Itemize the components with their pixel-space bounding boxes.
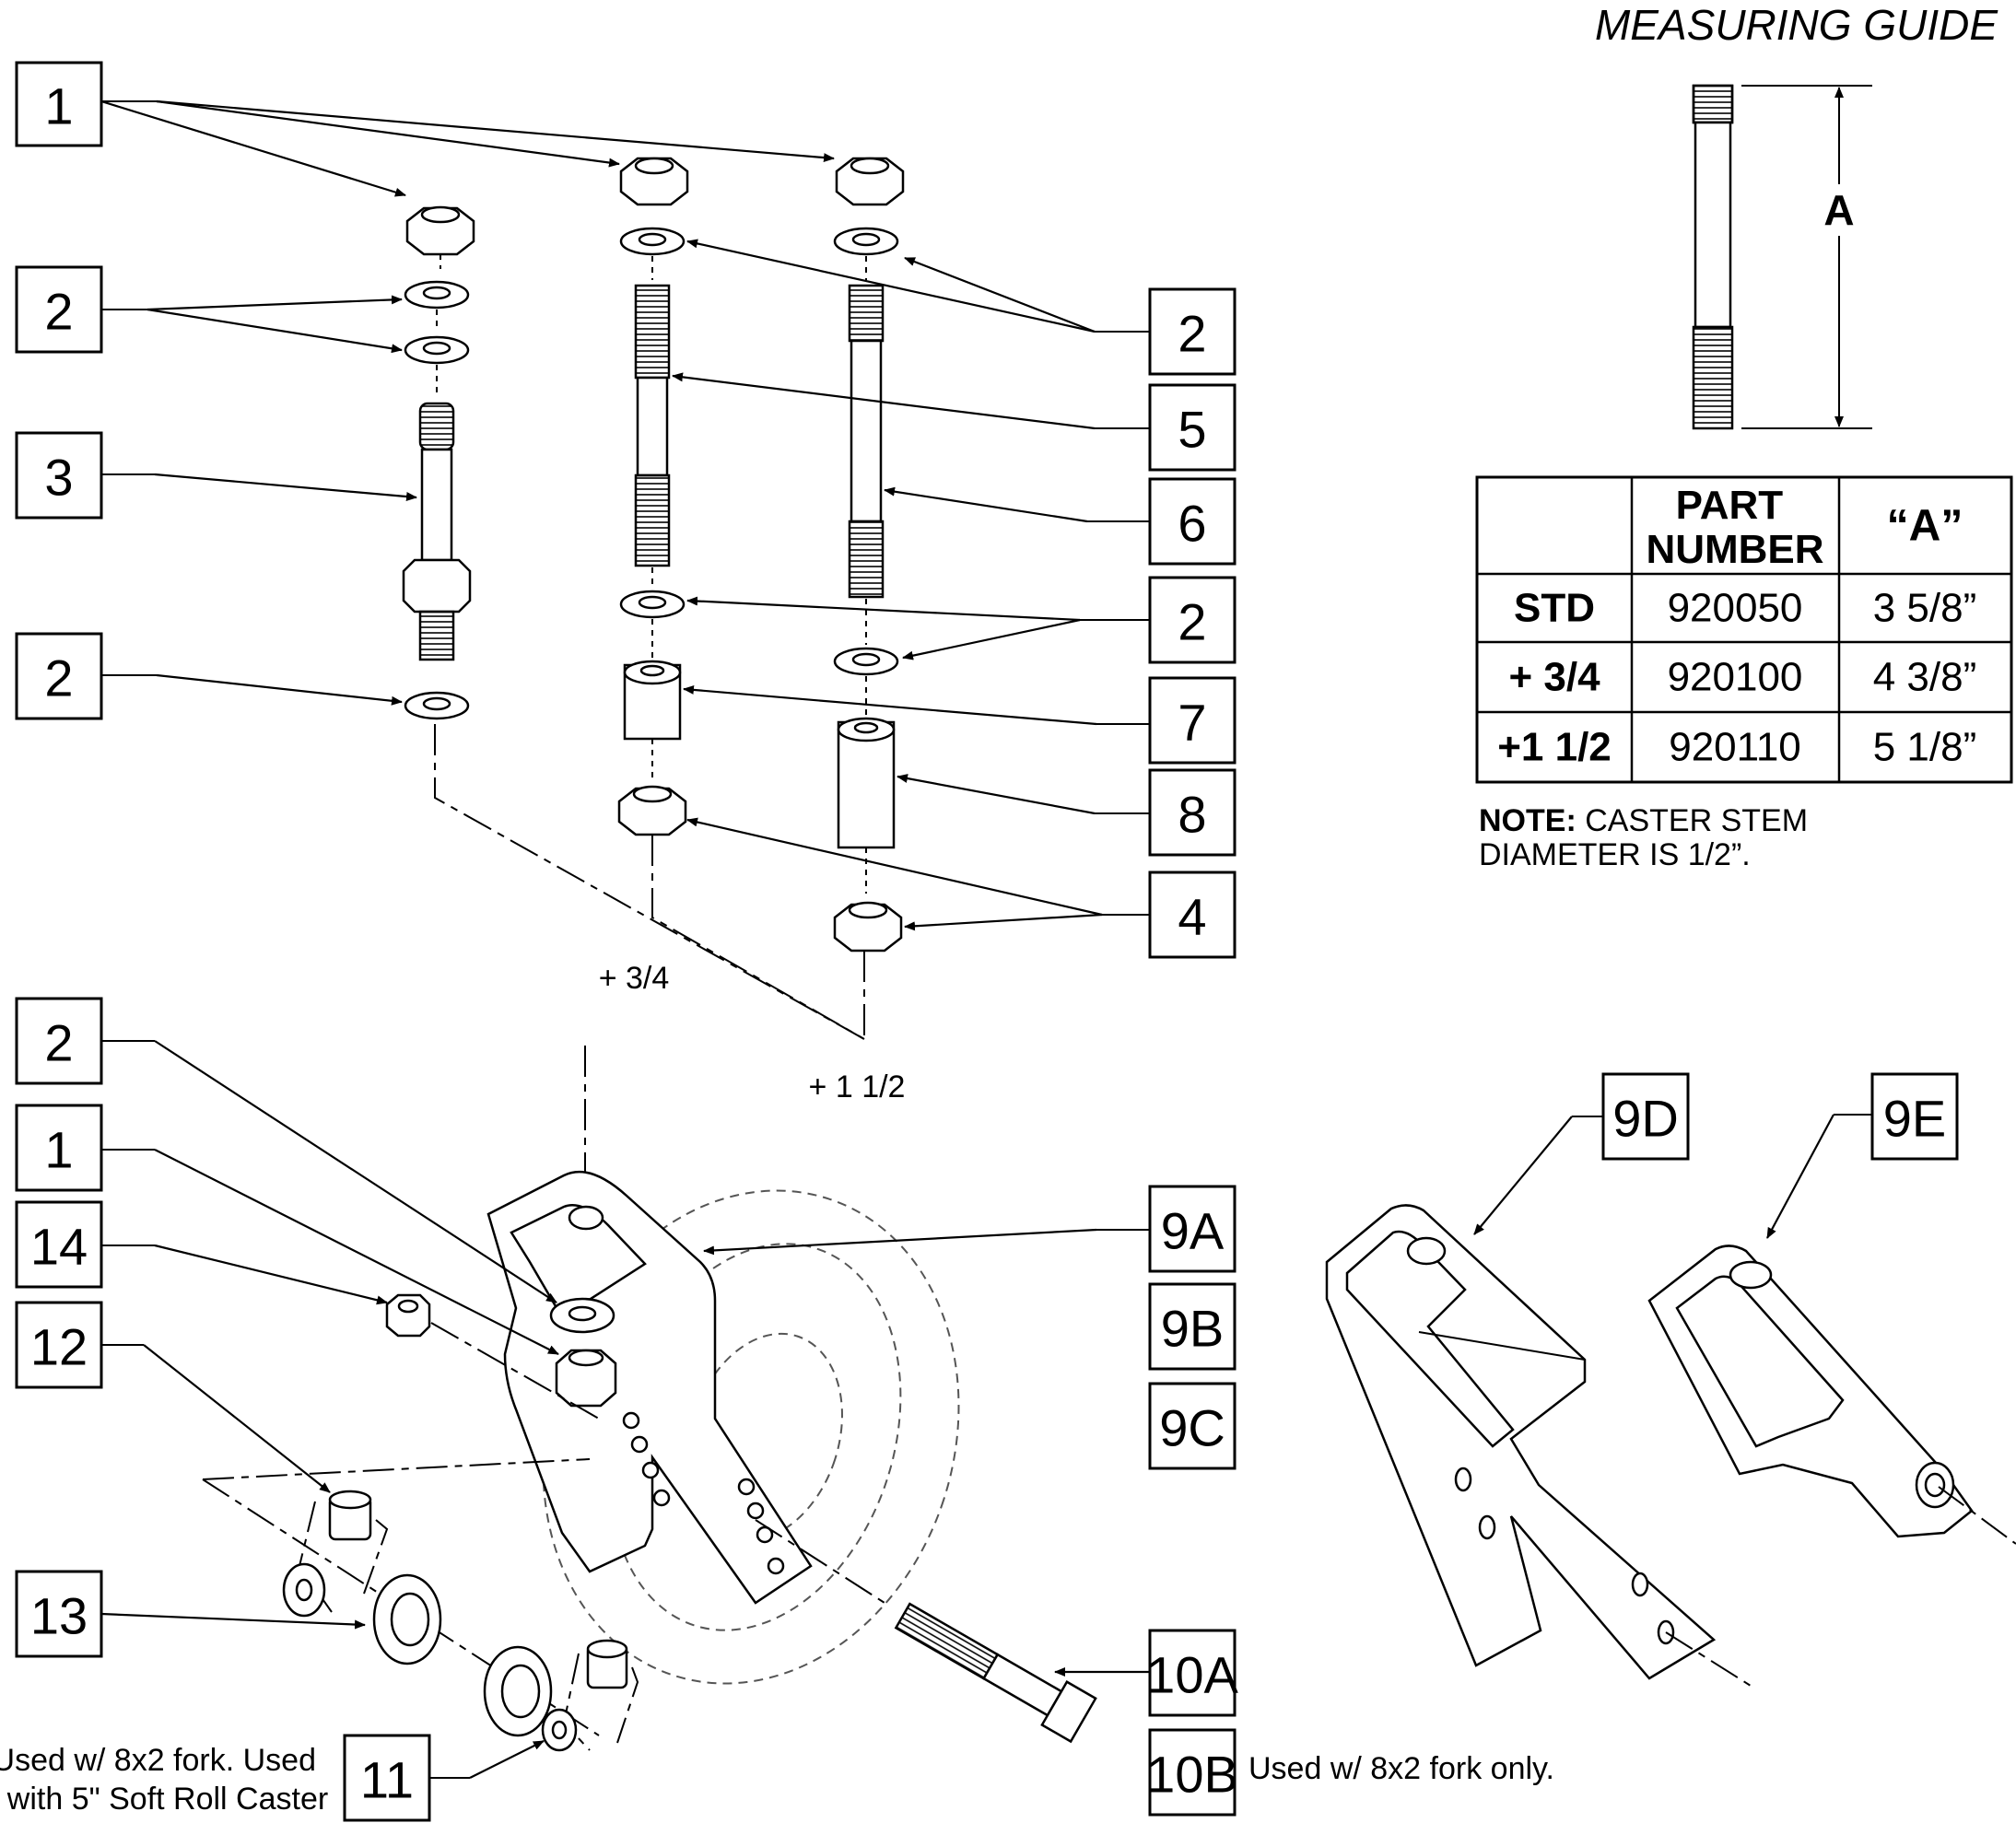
plus112-label: + 1 1/2 <box>809 1069 906 1104</box>
callout-c14: 14 <box>15 1200 103 1289</box>
table-row: STD 920050 3 5/8” <box>1514 586 1976 631</box>
callout-c2b: 2 <box>15 632 103 720</box>
callout-c7: 7 <box>1148 676 1237 765</box>
callout-c9d: 9D <box>1601 1072 1690 1161</box>
plus34-label: + 3/4 <box>599 961 670 996</box>
table-cell-size: STD <box>1514 586 1595 631</box>
callout-label: 2 <box>44 649 73 707</box>
leader-lines <box>100 99 1872 1779</box>
callout-c2r2: 2 <box>1148 576 1237 664</box>
table-cell-part: 920050 <box>1668 586 1803 631</box>
callout-c11: 11 <box>343 1734 431 1822</box>
note-8x2-fork-only: Used w/ 8x2 fork only. <box>1248 1751 1554 1786</box>
size-table: PART NUMBER “A” STD 920050 3 5/8” + 3/4 9201… <box>1475 475 2013 784</box>
callout-label: 13 <box>30 1587 88 1645</box>
callout-label: 4 <box>1178 888 1206 946</box>
callout-c2r1: 2 <box>1148 287 1237 376</box>
callout-c9e: 9E <box>1870 1072 1959 1161</box>
callout-c2c: 2 <box>15 997 103 1085</box>
dimension-a-label: A <box>1823 186 1854 234</box>
table-cell-part: 920110 <box>1669 725 1801 770</box>
plus112-stack <box>833 157 905 952</box>
callout-c8: 8 <box>1148 768 1237 857</box>
callout-label: 9A <box>1161 1202 1225 1260</box>
callout-label: 9D <box>1612 1090 1679 1148</box>
callout-label: 2 <box>1178 305 1206 363</box>
callout-label: 3 <box>44 449 73 507</box>
fork-9d <box>1325 1204 1752 1687</box>
callout-label: 2 <box>44 1014 73 1072</box>
callout-c4: 4 <box>1148 871 1237 959</box>
fork-assembly <box>202 1170 1097 1752</box>
measuring-stud: A <box>1692 84 1872 430</box>
callout-label: 9E <box>1883 1090 1947 1148</box>
note-8x2-fork-soft-roll: Used w/ 8x2 fork. Used with 5" Soft Roll… <box>0 1743 328 1817</box>
callout-label: 14 <box>30 1218 88 1276</box>
callout-c9b: 9B <box>1148 1282 1237 1371</box>
callout-label: 2 <box>1178 593 1206 651</box>
callout-label: 7 <box>1178 694 1206 752</box>
callout-c9a: 9A <box>1148 1185 1237 1273</box>
callout-label: 5 <box>1178 401 1206 459</box>
table-header-a: “A” <box>1887 502 1963 551</box>
callout-c1b: 1 <box>15 1104 103 1192</box>
callout-c9c: 9C <box>1148 1382 1237 1470</box>
callout-c12: 12 <box>15 1301 103 1389</box>
callout-label: 12 <box>30 1318 88 1376</box>
callout-label: 10B <box>1146 1746 1238 1804</box>
table-cell-size: +1 1/2 <box>1497 725 1612 770</box>
callout-label: 11 <box>360 1751 414 1809</box>
callout-label: 9C <box>1159 1399 1225 1457</box>
callout-c1a: 1 <box>15 61 103 147</box>
callout-c6: 6 <box>1148 477 1237 566</box>
callout-c5: 5 <box>1148 383 1237 472</box>
table-cell-size: + 3/4 <box>1508 655 1600 700</box>
callout-c3: 3 <box>15 431 103 520</box>
callout-c2a: 2 <box>15 265 103 354</box>
plus34-stack <box>617 157 689 836</box>
caster-stem-note: NOTE: CASTER STEM DIAMETER IS 1/2”. <box>1479 803 1816 872</box>
table-row: + 3/4 920100 4 3/8” <box>1508 655 1976 700</box>
table-cell-part: 920100 <box>1668 655 1803 700</box>
std-stack <box>402 205 475 720</box>
callout-c13: 13 <box>15 1570 103 1658</box>
callout-label: 1 <box>44 1121 73 1179</box>
callout-label: 2 <box>44 283 73 341</box>
callout-label: 1 <box>44 77 73 135</box>
callout-label: 6 <box>1178 495 1206 553</box>
callout-c10a: 10A <box>1146 1629 1238 1717</box>
table-cell-a: 5 1/8” <box>1873 725 1977 770</box>
table-cell-a: 3 5/8” <box>1873 586 1977 631</box>
guide-title: MEASURING GUIDE <box>1595 1 1998 49</box>
fork-9e <box>1647 1245 2016 1545</box>
callout-label: 10A <box>1146 1646 1238 1704</box>
callout-label: 8 <box>1178 786 1206 844</box>
callout-c10b: 10B <box>1146 1728 1238 1817</box>
table-row: +1 1/2 920110 5 1/8” <box>1497 725 1976 770</box>
table-header-part: PART NUMBER <box>1646 483 1823 572</box>
callout-label: 9B <box>1161 1300 1225 1358</box>
table-cell-a: 4 3/8” <box>1873 655 1977 700</box>
